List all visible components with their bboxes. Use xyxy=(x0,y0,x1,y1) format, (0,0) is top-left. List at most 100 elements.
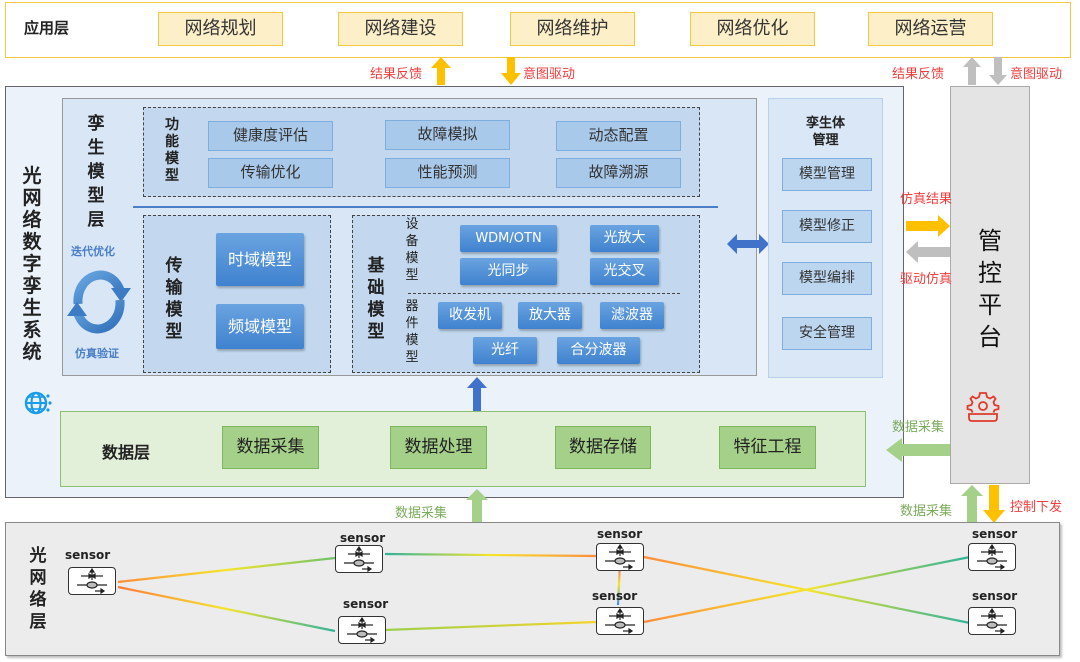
component-model-title: 器件模型 xyxy=(405,299,419,365)
sensor-label-1: sensor xyxy=(65,548,111,562)
app-item-network-planning[interactable]: 网络规划 xyxy=(158,12,283,46)
sensor-label-6: sensor xyxy=(972,527,1018,541)
component-amplifier[interactable]: 放大器 xyxy=(518,302,582,329)
intent-driven-label: 意图驱动 xyxy=(523,67,576,82)
control-issue-label: 控制下发 xyxy=(1010,500,1063,515)
component-mux-demux[interactable]: 合分波器 xyxy=(557,337,640,364)
component-fiber[interactable]: 光纤 xyxy=(473,337,537,364)
device-wdm-otn[interactable]: WDM/OTN xyxy=(460,225,557,252)
app-item-network-construction[interactable]: 网络建设 xyxy=(338,12,463,46)
left-arrow-gray-icon xyxy=(906,241,950,263)
component-filter[interactable]: 滤波器 xyxy=(600,302,664,329)
link-1-3 xyxy=(117,585,336,633)
data-collection-ctrl-label: 数据采集 xyxy=(892,420,945,435)
func-fault-simulation[interactable]: 故障模拟 xyxy=(385,120,510,150)
fiber-links xyxy=(117,548,971,633)
sensor-icon[interactable] xyxy=(968,607,1016,635)
simulation-result-label: 仿真结果 xyxy=(900,192,953,207)
twin-management-title-line2: 管理 xyxy=(812,133,839,148)
switch-glyph-icon xyxy=(344,545,374,573)
switch-glyph-icon xyxy=(605,543,635,571)
iterate-optimize-label: 迭代优化 xyxy=(71,245,115,258)
up-arrow-green-right-icon xyxy=(961,485,983,523)
transmission-model-title: 传输模型 xyxy=(165,256,183,342)
sensor-icon[interactable] xyxy=(338,616,386,644)
up-arrow-blue-icon xyxy=(467,377,487,411)
data-collection-right-label: 数据采集 xyxy=(900,504,953,519)
up-arrow-gray-icon xyxy=(963,57,981,85)
control-platform-title: 管控平台 xyxy=(978,227,1002,351)
drive-simulation-label: 驱动仿真 xyxy=(900,272,953,287)
switch-glyph-icon xyxy=(77,567,107,595)
sensor-icon[interactable] xyxy=(68,567,116,595)
device-optical-amplifier[interactable]: 光放大 xyxy=(590,225,659,252)
device-model-title: 设备模型 xyxy=(405,217,419,283)
sensor-icon[interactable] xyxy=(335,545,383,573)
func-performance-prediction[interactable]: 性能预测 xyxy=(385,158,510,188)
application-layer-title: 应用层 xyxy=(24,19,70,37)
link-3-5 xyxy=(384,620,597,632)
twin-model-layer-title: 孪生模型层 xyxy=(87,114,105,230)
link-1-2 xyxy=(117,556,336,584)
switch-glyph-icon xyxy=(977,543,1007,571)
time-domain-model[interactable]: 时域模型 xyxy=(216,233,304,286)
result-feedback-right-label: 结果反馈 xyxy=(892,67,945,82)
func-health-evaluation[interactable]: 健康度评估 xyxy=(208,121,333,151)
basic-model-title: 基础模型 xyxy=(367,256,385,342)
data-layer-title: 数据层 xyxy=(102,443,151,462)
basic-model-divider xyxy=(408,293,680,294)
up-arrow-orange-icon xyxy=(431,57,451,85)
data-collection-box[interactable]: 数据采集 xyxy=(222,426,319,469)
sensor-label-2: sensor xyxy=(340,531,386,545)
device-optical-cross[interactable]: 光交叉 xyxy=(590,258,659,285)
function-model-title: 功能模型 xyxy=(165,117,179,184)
func-fault-tracing[interactable]: 故障溯源 xyxy=(556,158,681,188)
data-collection-bottom-label: 数据采集 xyxy=(395,506,448,521)
simulation-verify-label: 仿真验证 xyxy=(75,347,119,360)
mgmt-security-management[interactable]: 安全管理 xyxy=(782,317,872,350)
switch-glyph-icon xyxy=(605,607,635,635)
down-arrow-gray-icon xyxy=(989,57,1007,85)
component-transceiver[interactable]: 收发机 xyxy=(438,302,502,329)
digital-twin-system-title: 光网络数字孪生系统 xyxy=(22,165,42,363)
twin-management-title: 孪生体 管理 xyxy=(768,115,883,149)
sensor-icon[interactable] xyxy=(596,607,644,635)
intent-driven-right-label: 意图驱动 xyxy=(1010,67,1063,82)
mgmt-model-correction[interactable]: 模型修正 xyxy=(782,210,872,243)
feature-engineering-box[interactable]: 特征工程 xyxy=(719,426,816,469)
link-2-4 xyxy=(384,552,597,558)
frequency-domain-model[interactable]: 频域模型 xyxy=(216,304,304,349)
app-item-network-operation[interactable]: 网络运营 xyxy=(868,12,993,46)
sensor-icon[interactable] xyxy=(968,543,1016,571)
mgmt-model-management[interactable]: 模型管理 xyxy=(782,158,872,191)
model-divider-line xyxy=(133,206,718,208)
switch-glyph-icon xyxy=(977,607,1007,635)
control-platform[interactable] xyxy=(950,86,1030,484)
down-arrow-orange-right-icon xyxy=(983,485,1005,523)
func-transmission-optimization[interactable]: 传输优化 xyxy=(208,158,333,188)
left-arrow-green-icon xyxy=(886,438,950,462)
twin-management-title-line1: 孪生体 xyxy=(805,116,845,131)
cycle-arrows-icon xyxy=(67,270,131,334)
switch-glyph-icon xyxy=(347,616,377,644)
result-feedback-label: 结果反馈 xyxy=(370,67,423,82)
data-storage-box[interactable]: 数据存储 xyxy=(555,426,651,469)
sensor-label-4: sensor xyxy=(597,527,643,541)
sensor-label-5: sensor xyxy=(592,589,638,603)
right-arrow-orange-icon xyxy=(906,215,950,237)
data-processing-box[interactable]: 数据处理 xyxy=(390,426,487,469)
up-arrow-green-icon xyxy=(466,489,488,523)
app-item-network-maintenance[interactable]: 网络维护 xyxy=(510,12,635,46)
down-arrow-orange-icon xyxy=(501,57,521,85)
device-optical-sync[interactable]: 光同步 xyxy=(460,258,557,285)
optical-network-layer xyxy=(5,522,1060,656)
mgmt-model-orchestration[interactable]: 模型编排 xyxy=(782,262,872,295)
sensor-icon[interactable] xyxy=(596,543,644,571)
sensor-label-3: sensor xyxy=(343,597,389,611)
optical-network-layer-title: 光网络层 xyxy=(29,546,47,632)
gear-platform-icon xyxy=(966,392,1000,422)
sensor-label-7: sensor xyxy=(972,589,1018,603)
link-5-6 xyxy=(643,555,971,624)
app-item-network-optimization[interactable]: 网络优化 xyxy=(690,12,815,46)
func-dynamic-config[interactable]: 动态配置 xyxy=(556,121,681,151)
